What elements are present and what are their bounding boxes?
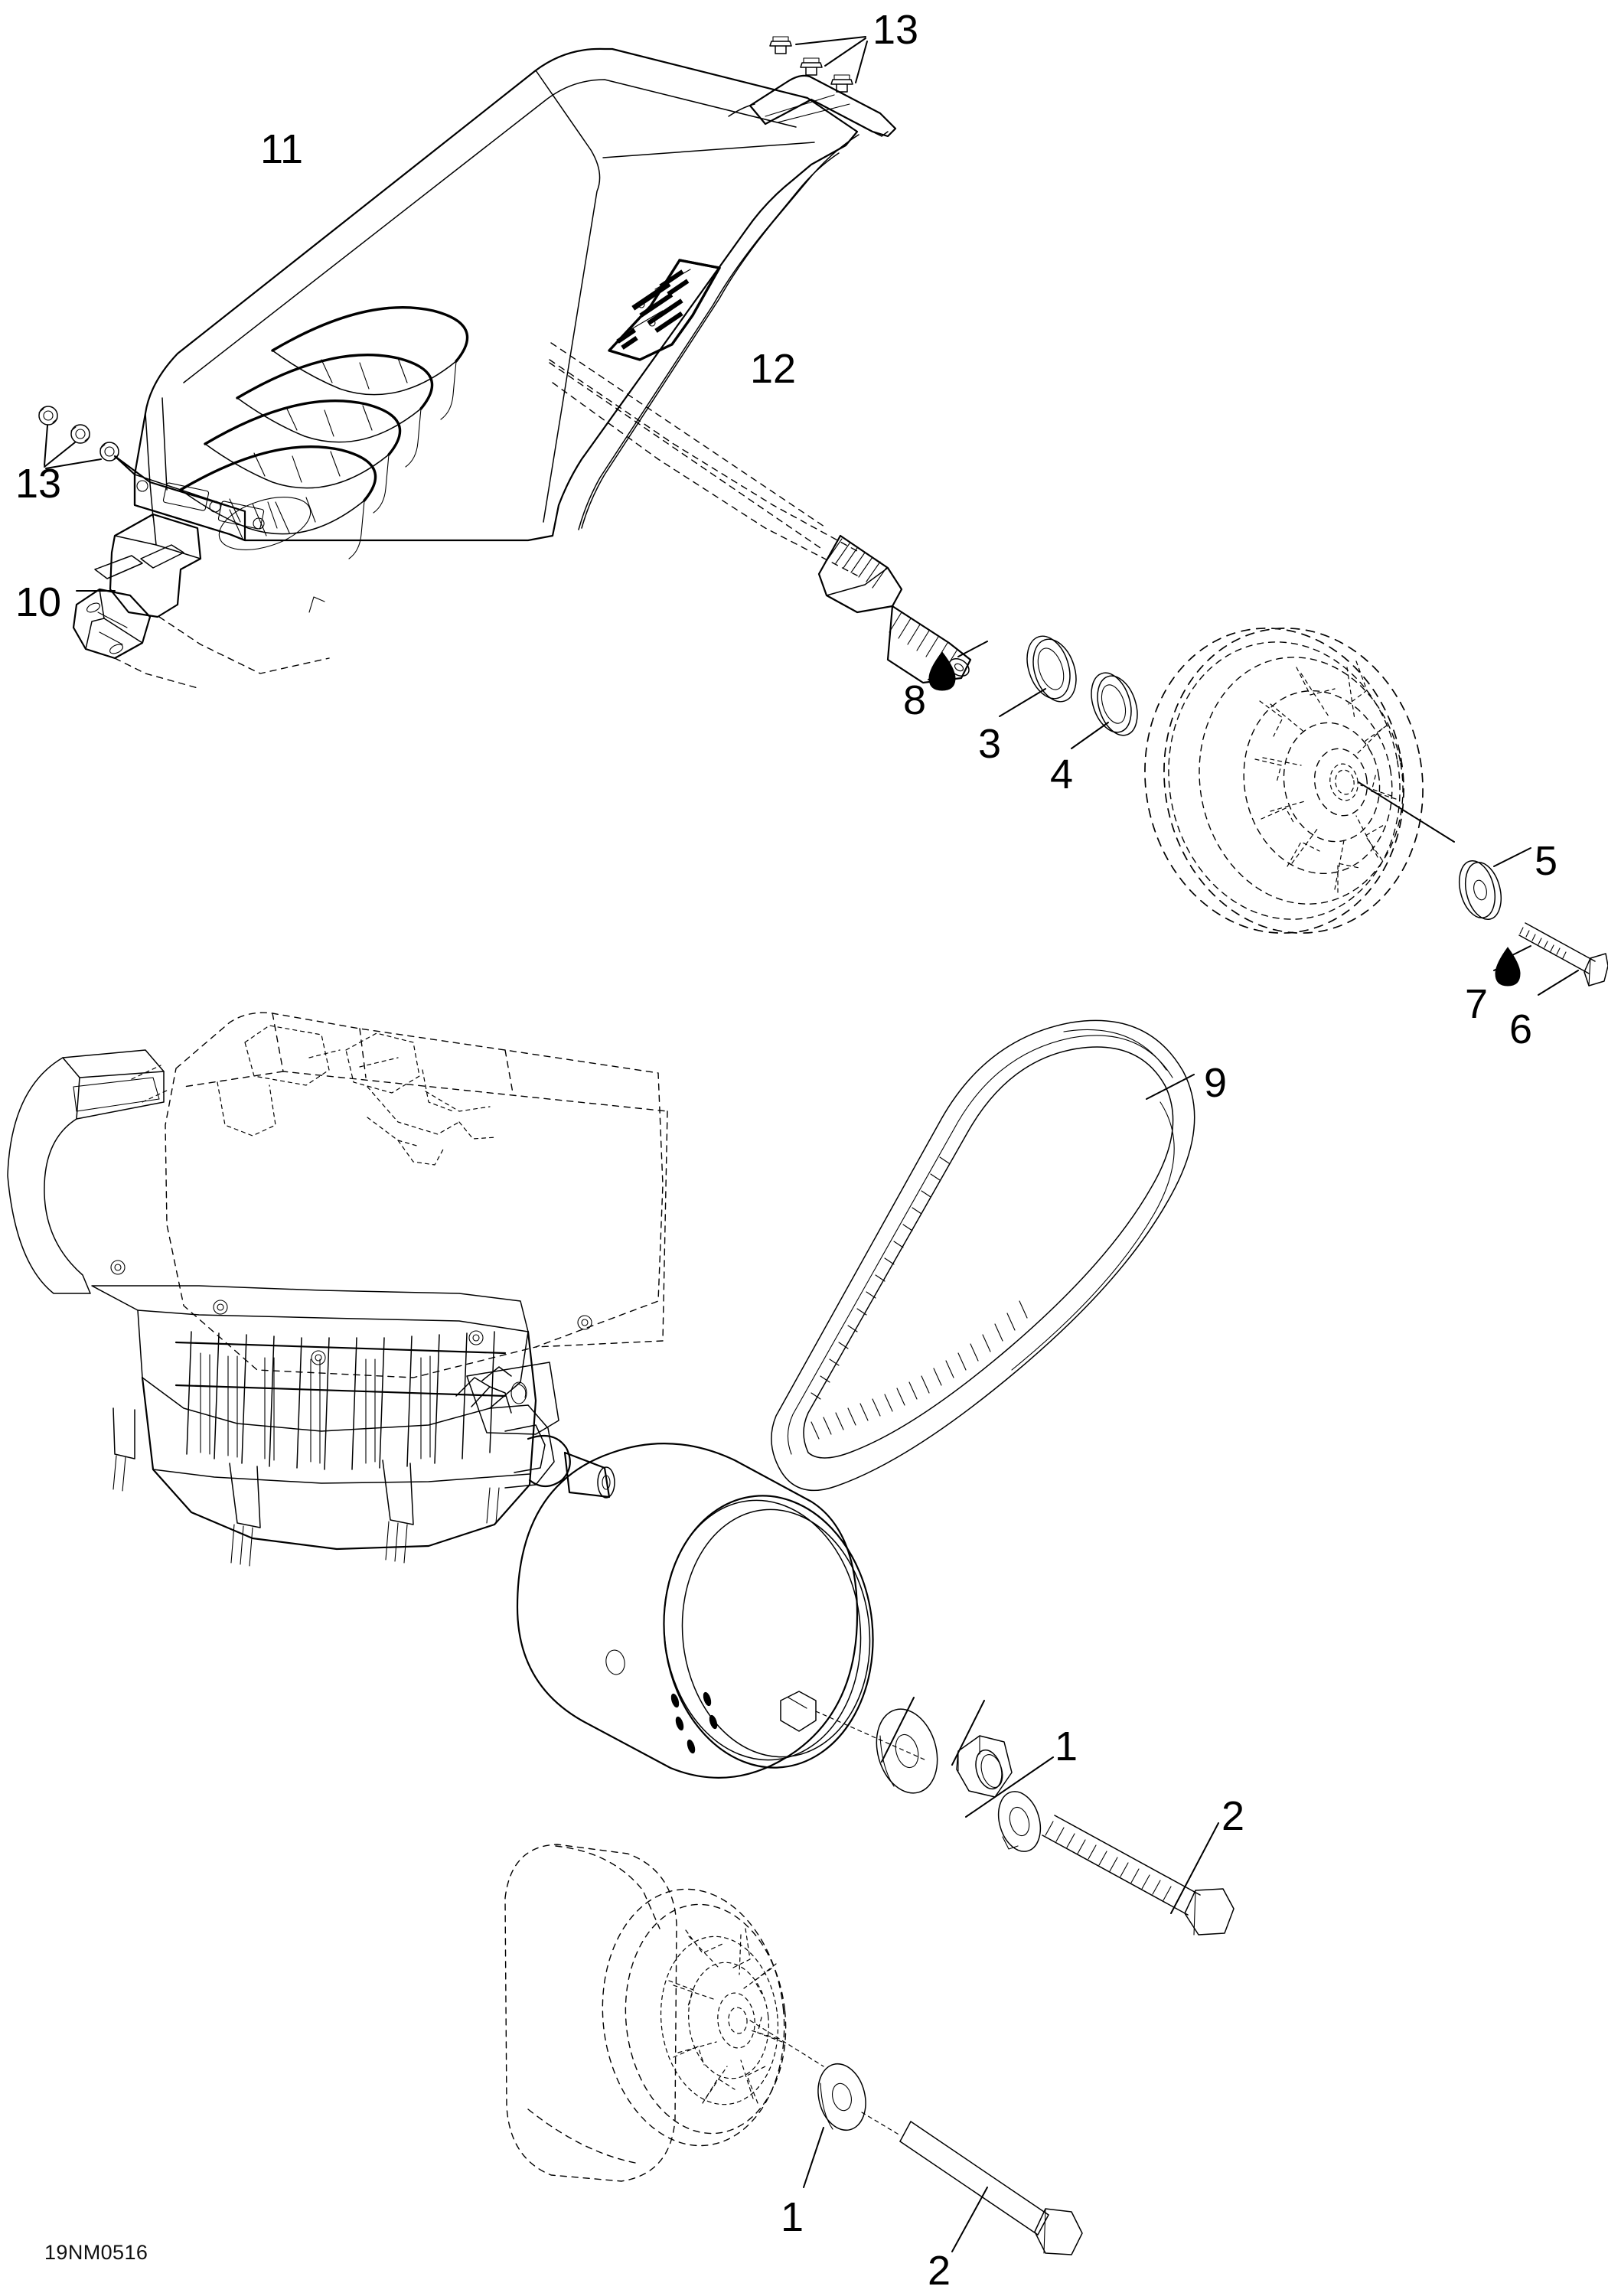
air-inlet-bracket [72, 513, 330, 690]
thrust-washer-4 [1091, 672, 1138, 736]
warning-decal [608, 259, 721, 361]
hex-nut-1a [956, 1735, 1013, 1798]
engine-block-phantom [7, 1012, 668, 1567]
callout-3: 3 [978, 721, 1002, 767]
drive-pulley-clutch [516, 1443, 927, 1779]
callout-12: 12 [750, 346, 797, 392]
grease-drop-icon-8 [928, 651, 956, 691]
callout-9: 9 [1204, 1060, 1228, 1106]
callout-1-lower: 1 [781, 2194, 804, 2240]
retaining-bolt-6 [1518, 922, 1608, 987]
hex-bolt-2b [861, 2112, 1083, 2255]
callout-6: 6 [1509, 1006, 1533, 1052]
hex-bolt-2a [1042, 1815, 1235, 1936]
callout-11: 11 [260, 126, 304, 172]
air-intake-guard-duct [113, 47, 859, 542]
lower-pulley-phantom [504, 1844, 787, 2182]
callout-5: 5 [1535, 838, 1558, 884]
callout-8: 8 [903, 677, 927, 723]
push-rivet-fasteners [769, 36, 868, 93]
callout-7: 7 [1465, 981, 1489, 1027]
nut-fasteners-left [38, 406, 119, 469]
thrust-washer-3 [1026, 635, 1077, 703]
lock-washer-1a [997, 1791, 1042, 1852]
grease-drop-icon-7 [1495, 947, 1521, 987]
splined-shaft-assembly [549, 342, 1138, 749]
flat-washer-1a [876, 1708, 938, 1794]
callout-13-left: 13 [15, 461, 62, 507]
callout-10: 10 [15, 579, 62, 625]
drive-pulley-hardware [876, 1708, 1235, 1936]
conical-washer-5 [1459, 859, 1502, 921]
callout-2-lower: 2 [928, 2248, 951, 2294]
callout-1-upper: 1 [1055, 1724, 1078, 1769]
callout-4: 4 [1050, 752, 1074, 797]
flat-washer-1b [817, 2063, 866, 2131]
driven-pulley-phantom [1144, 628, 1455, 934]
drive-belt [771, 1019, 1195, 1492]
callout-2-upper: 2 [1221, 1793, 1245, 1839]
louver-vents [179, 306, 469, 559]
guard-trim-rail [728, 74, 897, 138]
sheet-id-label: 19NM0516 [44, 2241, 148, 2264]
callout-13-upper: 13 [872, 7, 919, 53]
